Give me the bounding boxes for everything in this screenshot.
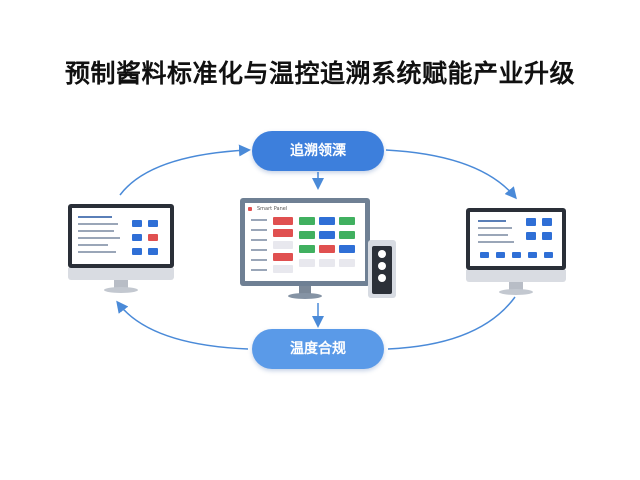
arrow-left-to-top bbox=[119, 144, 251, 196]
temperature-controller-device bbox=[368, 240, 396, 298]
center-monitor: Smart Panel bbox=[240, 198, 370, 302]
right-monitor bbox=[466, 208, 566, 298]
node-traceability: 追溯领溧 bbox=[252, 131, 384, 171]
center-screen-header: Smart Panel bbox=[257, 206, 288, 212]
arrow-bottom-to-left bbox=[116, 300, 249, 350]
right-monitor-screen bbox=[470, 212, 562, 266]
left-monitor bbox=[68, 204, 174, 294]
controller-indicator bbox=[378, 250, 386, 258]
center-monitor-screen: Smart Panel bbox=[245, 203, 365, 281]
left-monitor-screen bbox=[72, 208, 170, 264]
arrow-top-to-right bbox=[385, 149, 517, 200]
controller-indicator bbox=[378, 274, 386, 282]
controller-indicator bbox=[378, 262, 386, 270]
arrow-right-to-bottom bbox=[387, 296, 516, 350]
diagram-title: 预制酱料标准化与温控追溯系统赋能产业升级 bbox=[64, 59, 575, 88]
node-temperature-compliance: 温度合规 bbox=[252, 329, 384, 369]
